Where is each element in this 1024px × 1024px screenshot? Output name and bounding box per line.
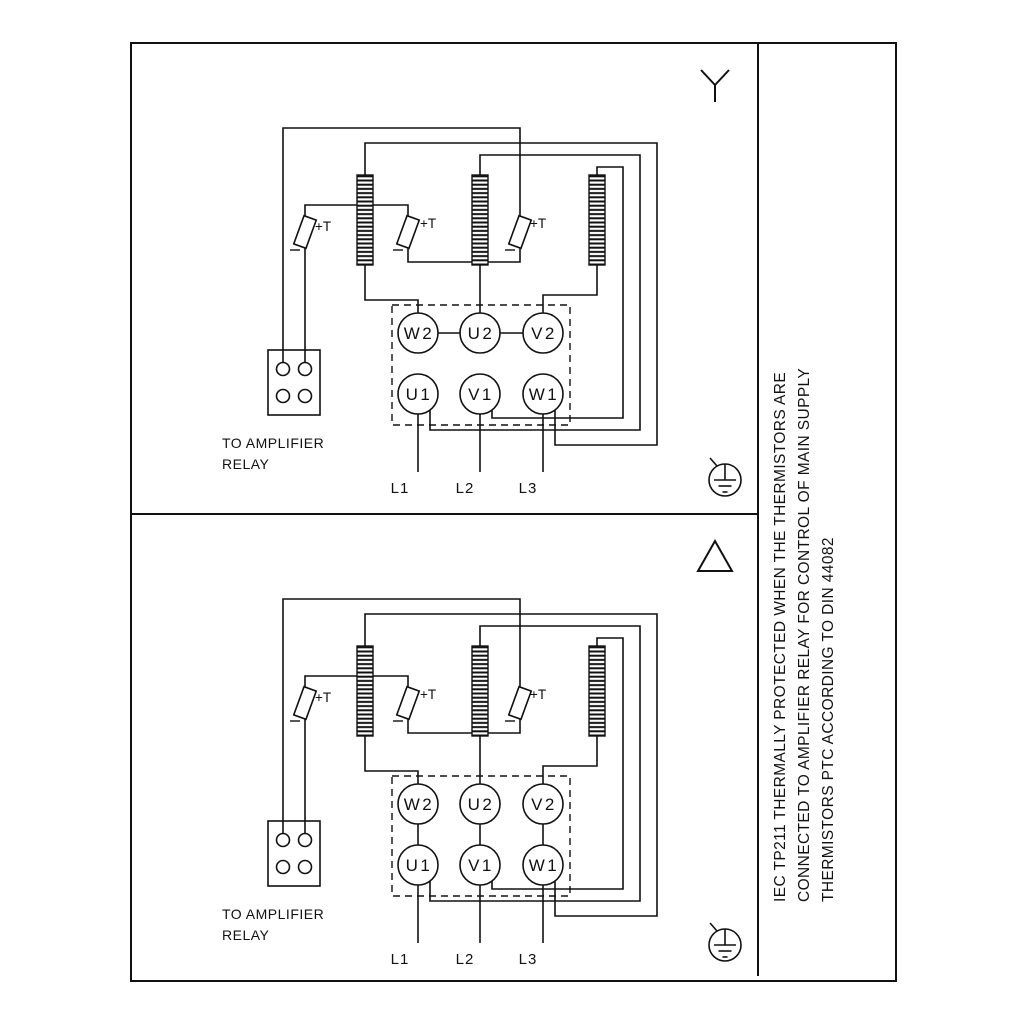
terminal-v2: V2 <box>522 783 564 825</box>
terminal-w1-label: W1 <box>529 385 560 404</box>
thermistor-icon <box>290 685 318 722</box>
terminal-board-outline <box>391 304 571 426</box>
thermistor-label: +T <box>420 687 436 702</box>
terminal-v1: V1 <box>459 844 501 886</box>
terminal-board: W2 U2 V2 U1 V1 W1 <box>391 304 571 426</box>
winding-icon <box>471 174 489 266</box>
supply-l1-label: L1 <box>391 951 410 968</box>
wiring <box>282 127 658 472</box>
terminal-w1: W1 <box>522 844 564 886</box>
thermistor-icons: +T +T +T <box>290 685 546 722</box>
terminal-u1: U1 <box>397 373 439 415</box>
supply-l1-label: L1 <box>391 480 410 497</box>
star-symbol-icon <box>700 69 730 102</box>
winding-icon <box>471 645 489 737</box>
thermistor-label: +T <box>530 687 546 702</box>
terminal-board: W2 U2 V2 U1 V1 W1 <box>391 775 571 897</box>
thermistor-icon <box>290 214 318 251</box>
supply-l2-label: L2 <box>456 480 475 497</box>
terminal-u1: U1 <box>397 844 439 886</box>
relay-label-line1: TO AMPLIFIER <box>222 435 324 451</box>
earth-ground-icon <box>708 922 742 962</box>
terminal-u2: U2 <box>459 783 501 825</box>
supply-l3-label: L3 <box>519 480 538 497</box>
terminal-w2: W2 <box>397 312 439 354</box>
thermal-protection-note: IEC TP211 THERMALLY PROTECTED WHEN THE T… <box>769 342 841 902</box>
star-wiring-diagram: +T +T +T W2 U2 V2 U1 V1 W1 <box>222 69 742 497</box>
terminal-v2-label: V2 <box>531 324 557 343</box>
terminal-v2-label: V2 <box>531 795 557 814</box>
amplifier-relay <box>267 349 321 416</box>
terminal-u2-label: U2 <box>468 795 495 814</box>
delta-symbol-icon <box>696 538 734 572</box>
thermistor-label: +T <box>315 690 331 705</box>
winding-icon <box>588 645 606 737</box>
thermistor-label: +T <box>315 219 331 234</box>
terminal-v1-label: V1 <box>468 385 494 404</box>
motor-winding-icons <box>356 174 606 266</box>
thermistor-icon <box>393 685 421 722</box>
terminal-u1-label: U1 <box>406 856 433 875</box>
relay-label-line2: RELAY <box>222 456 270 472</box>
amplifier-relay <box>267 820 321 887</box>
relay-label-line1: TO AMPLIFIER <box>222 906 324 922</box>
terminal-w1-label: W1 <box>529 856 560 875</box>
winding-icon <box>356 645 374 737</box>
terminal-w2: W2 <box>397 783 439 825</box>
note-line-2: CONNECTED TO AMPLIFIER RELAY FOR CONTROL… <box>796 367 813 902</box>
terminal-board-outline <box>391 775 571 897</box>
terminal-v1-label: V1 <box>468 856 494 875</box>
terminal-w2-label: W2 <box>404 795 435 814</box>
thermistor-label: +T <box>420 216 436 231</box>
supply-l2-label: L2 <box>456 951 475 968</box>
note-line-3: THERMISTORS PTC ACCORDING TO DIN 44082 <box>820 537 837 902</box>
sidebar-divider <box>757 44 759 976</box>
terminal-w2-label: W2 <box>404 324 435 343</box>
supply-l3-label: L3 <box>519 951 538 968</box>
terminal-w1: W1 <box>522 373 564 415</box>
thermistor-icons: +T +T +T <box>290 214 546 251</box>
terminal-u2-label: U2 <box>468 324 495 343</box>
motor-winding-icons <box>356 645 606 737</box>
terminal-u1-label: U1 <box>406 385 433 404</box>
terminal-u2: U2 <box>459 312 501 354</box>
winding-icon <box>588 174 606 266</box>
thermistor-icon <box>505 214 533 251</box>
thermistor-icon <box>393 214 421 251</box>
earth-ground-icon <box>708 457 742 497</box>
thermistor-icon <box>505 685 533 722</box>
delta-wiring-diagram: +T +T +T W2 U2 V2 U1 V1 W1 <box>222 538 742 968</box>
winding-icon <box>356 174 374 266</box>
terminal-v2: V2 <box>522 312 564 354</box>
panel-divider <box>132 513 757 515</box>
relay-label-line2: RELAY <box>222 927 270 943</box>
drawing-frame <box>130 42 897 982</box>
terminal-v1: V1 <box>459 373 501 415</box>
thermistor-label: +T <box>530 216 546 231</box>
note-line-1: IEC TP211 THERMALLY PROTECTED WHEN THE T… <box>772 371 789 902</box>
